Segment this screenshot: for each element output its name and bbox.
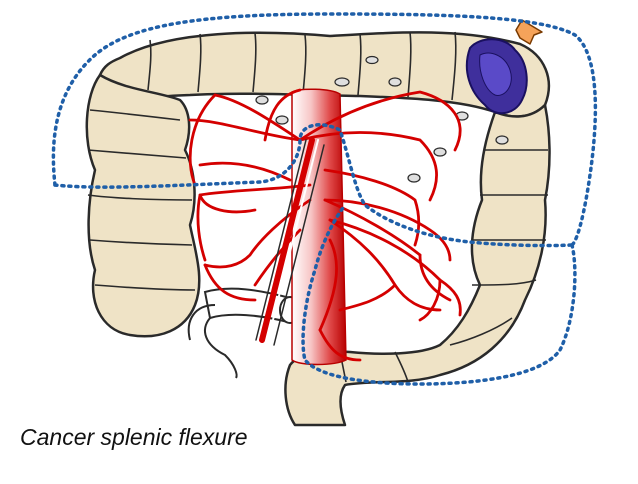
- resection-boundary: [51, 12, 598, 386]
- mesenteric-arteries: [188, 88, 462, 362]
- colon: [85, 31, 551, 427]
- superior-mesenteric-vessels: [255, 137, 325, 346]
- diagram-caption: Cancer splenic flexure: [20, 424, 248, 450]
- up-arrow-icon: [515, 19, 543, 45]
- tumor-mass-icon: [465, 38, 528, 115]
- ascending-colon: [85, 73, 201, 338]
- terminal-ileum: [187, 287, 301, 379]
